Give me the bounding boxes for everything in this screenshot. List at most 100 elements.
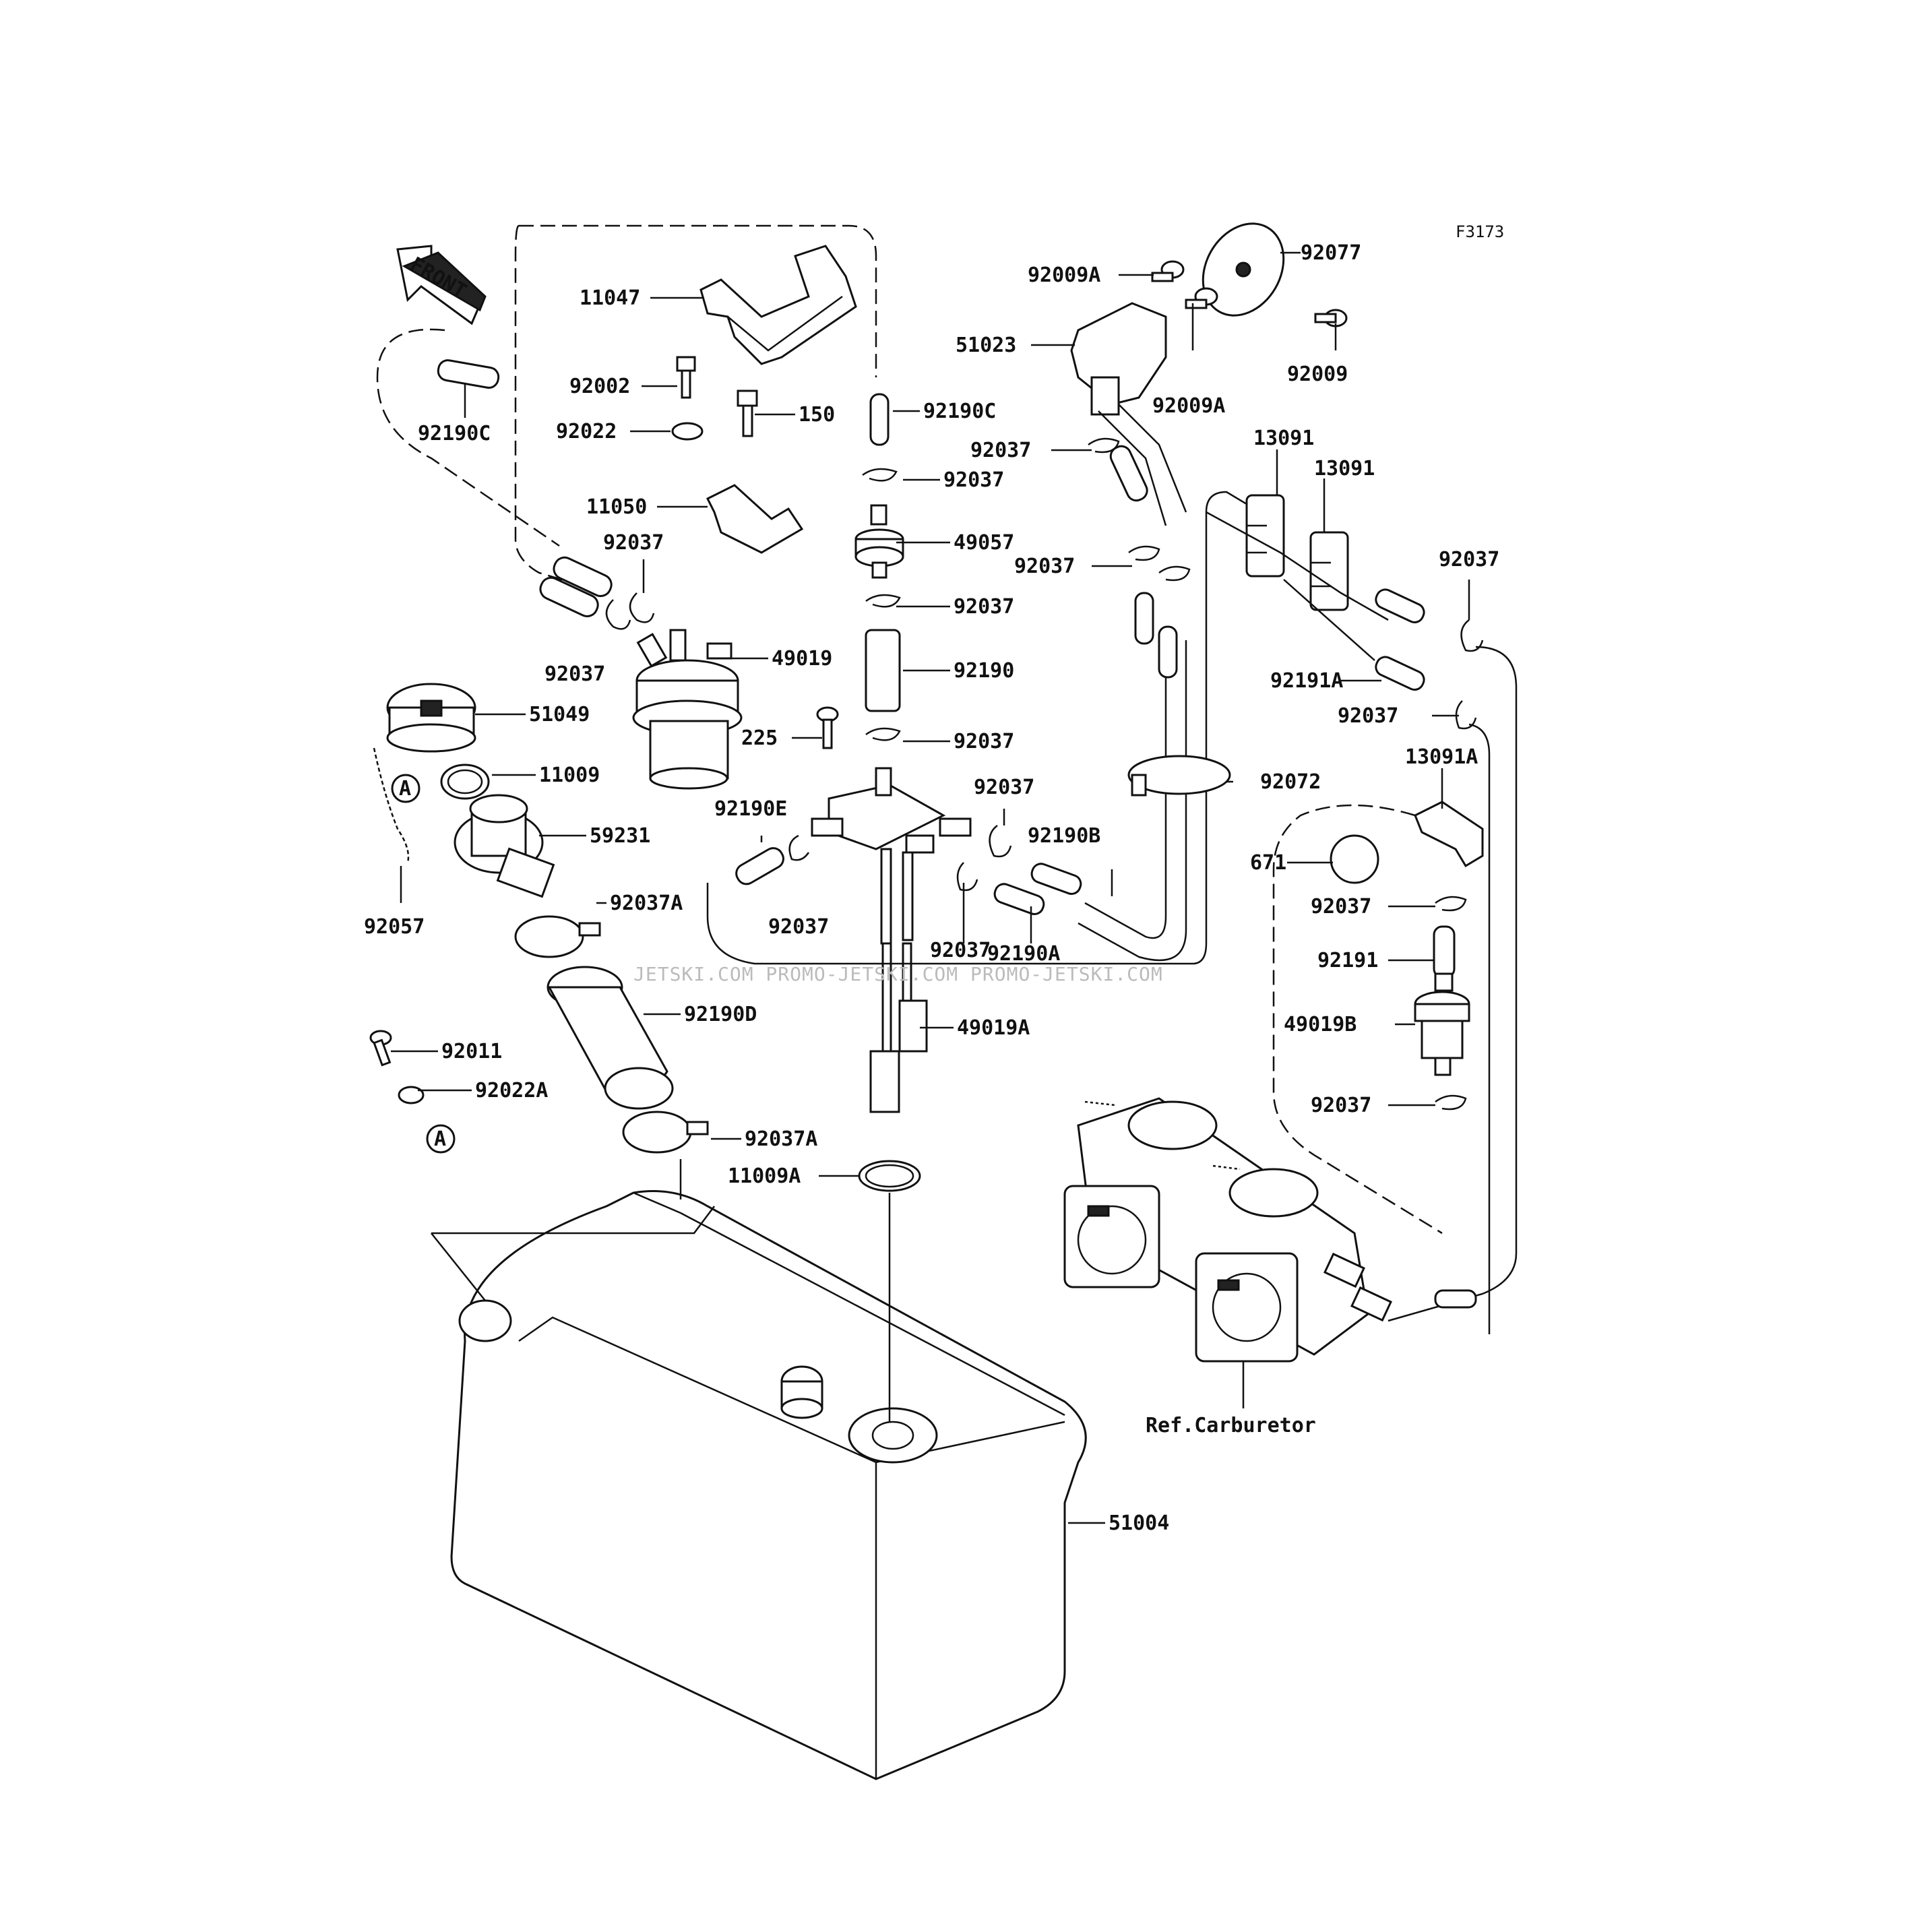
callout-a-upper: A [391,774,420,803]
hose-pump-outlet [1109,445,1148,502]
clip-92037-upper-center [862,468,898,482]
diaphragm-92077 [1202,222,1285,317]
clip-92037-right-mid [1455,700,1477,730]
label-92037a-top: 92037A [610,892,683,915]
hose-92190c-left [437,359,500,389]
label-92072: 92072 [1260,770,1321,794]
label-92037-left-bottom: 92037 [544,662,605,686]
label-92009a-mid: 92009A [1152,394,1225,418]
label-92037-pump-line: 92037 [1014,555,1075,578]
label-49019a: 49019A [957,1016,1030,1040]
clip-92037-pump-line-b [1158,565,1191,582]
vent-line-route [1206,511,1389,661]
return-line-route-right [1388,646,1518,1334]
clamp-92037a-bottom [622,1111,709,1154]
washer-92022a [398,1086,425,1104]
hose-pump-line-a [1134,592,1154,645]
fuel-filter-49019 [632,629,743,790]
label-49019: 49019 [772,647,832,671]
label-11047: 11047 [580,286,640,310]
fuel-line-route-lower [706,491,1261,965]
clip-92037-filter-lower [1435,1094,1467,1111]
clip-92037-pump-outlet [1088,437,1120,454]
front-direction-arrow: FRONT [396,245,487,325]
label-92190c-left: 92190C [418,422,491,445]
label-51049: 51049 [529,703,590,726]
label-225: 225 [741,726,778,750]
label-92037-filter-lower: 92037 [1311,1094,1371,1117]
svg-text:A: A [399,777,411,801]
label-51023: 51023 [956,334,1016,357]
filler-neck-59231 [454,794,555,898]
label-51004: 51004 [1109,1512,1169,1535]
screw-92009a-mid [1185,287,1218,309]
clip-92037-mid-center [865,594,901,608]
label-92190: 92190 [954,659,1014,683]
label-92057: 92057 [364,915,425,939]
hose-pump-line-b [1158,625,1178,679]
o-ring-671 [1330,834,1379,884]
label-92191: 92191 [1317,949,1378,972]
label-92190b: 92190B [1028,824,1100,848]
label-92037-right-mid: 92037 [1338,704,1398,728]
label-150: 150 [799,403,835,427]
hose-clamp-13091-b [1309,531,1349,611]
hose-92191a-lower [1375,656,1425,691]
label-92037-valve-right: 92037 [974,776,1034,799]
fuel-filter-49057 [854,504,904,579]
leader-neck-to-tank [431,1206,715,1301]
screw-92009a-top [1151,260,1185,282]
screw-92011 [369,1030,392,1067]
fuel-line-route-center [1078,640,1187,962]
hose-92190e [735,847,784,885]
bracket-11050 [706,484,804,554]
label-11009: 11009 [539,764,600,787]
clip-92037-lower-center [865,727,901,741]
clip-92037-left-b [629,592,655,623]
label-92037-lower-center: 92037 [954,730,1014,753]
hose-92191 [1433,925,1456,978]
label-92022: 92022 [556,420,617,443]
hose-92190 [865,629,901,712]
hose-clamp-13091-a [1245,494,1285,578]
clip-92037-valve-lower [956,862,978,892]
fuel-valve-assembly [811,767,972,854]
label-92037-left-top: 92037 [603,531,664,555]
cap-tether-92057 [373,747,410,863]
label-49057: 49057 [954,531,1014,555]
label-13091-a: 13091 [1253,427,1314,450]
label-92077: 92077 [1301,241,1361,265]
label-11009a: 11009A [728,1164,801,1188]
clamp-92037a-top [514,915,601,958]
label-92037-upper-center: 92037 [943,468,1004,492]
clip-92037-92190e [788,834,810,861]
hose-short-left-upper [553,556,613,597]
label-92037-right-upper: 92037 [1439,548,1499,571]
hose-clamp-13091a [1414,801,1484,868]
label-13091-b: 13091 [1314,457,1375,480]
figure-code: F3173 [1456,222,1504,241]
fuel-cap-51049 [386,683,476,753]
hose-92190b [1030,863,1082,895]
label-92037-valve-lower: 92037 [930,939,991,962]
dashed-hose-route-left [376,328,560,547]
callout-leaders [391,251,1470,1524]
label-92037-mid-center: 92037 [954,595,1014,619]
hose-92190d [547,966,674,1110]
label-92191a: 92191A [1270,669,1343,693]
hose-band-92072 [1127,755,1231,797]
fuel-filter-49019b [1414,972,1470,1076]
bolt-150 [737,389,758,437]
label-92022a: 92022A [475,1079,548,1102]
label-92009a-top: 92009A [1028,263,1100,287]
bracket-11047 [699,245,857,365]
label-92037-valve-left: 92037 [768,915,829,939]
label-671: 671 [1250,851,1286,875]
label-92190a: 92190A [987,942,1060,966]
label-92190e: 92190E [714,797,787,821]
fuel-tank-51004 [450,1190,1087,1780]
clip-92037-valve-right [989,825,1012,858]
bolt-92002 [676,356,696,399]
callout-a-lower: A [426,1124,456,1154]
dashed-bracket-boundary [514,224,877,594]
